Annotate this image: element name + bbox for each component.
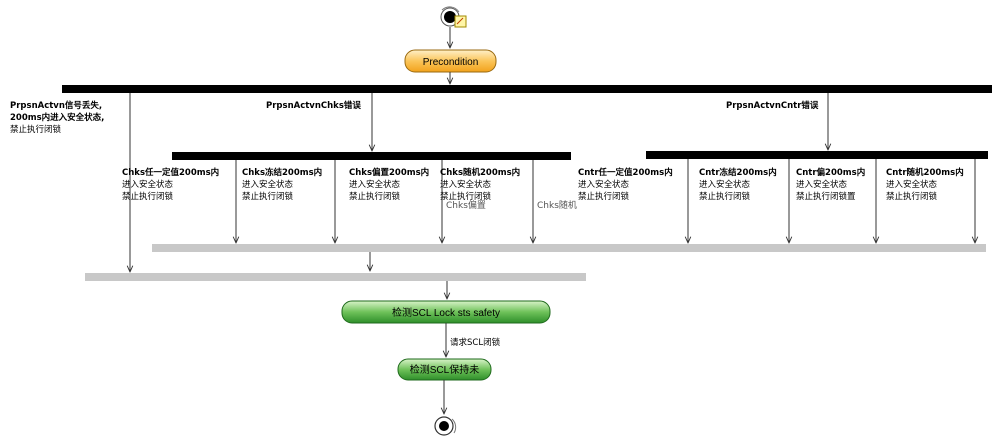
check-lock-node[interactable]: 检测SCL Lock sts safety [341, 300, 551, 324]
initial-node-icon[interactable] [440, 6, 460, 27]
main-fork-bar [62, 85, 992, 93]
cntr-fork-bar [646, 151, 988, 159]
label-chks-random-short: Chks随机 [537, 199, 577, 211]
label-chks-fixed: Chks任一定值200ms内 进入安全状态 禁止执行闭锁 [122, 162, 224, 202]
label-signal-lost: PrpsnActvn信号丢失, 200ms内进入安全状态, 禁止执行闭锁 [10, 95, 109, 135]
label-request-lock: 请求SCL闭锁 [450, 337, 501, 348]
precondition-label: Precondition [423, 57, 479, 68]
join-bar-lower [85, 273, 586, 281]
label-chks-offset-short: Chks偏置 [446, 199, 486, 211]
label-cntr-error: PrpsnActvnCntr错误 [726, 100, 819, 111]
label-chks-error: PrpsnActvnChks错误 [266, 100, 361, 111]
label-cntr-offset: Cntr偏200ms内 进入安全状态 禁止执行闭锁置 [796, 162, 870, 202]
chks-fork-bar [172, 152, 571, 160]
join-bar-upper [152, 244, 986, 252]
label-cntr-random: Cntr随机200ms内 进入安全状态 禁止执行闭锁 [886, 162, 968, 202]
check-keep-node[interactable]: 检测SCL保持未 [397, 358, 492, 381]
check-keep-label: 检测SCL保持未 [410, 363, 479, 376]
precondition-node[interactable]: Precondition [404, 49, 497, 73]
label-cntr-frozen: Cntr冻结200ms内 进入安全状态 禁止执行闭锁 [699, 162, 781, 202]
label-chks-frozen: Chks冻结200ms内 进入安全状态 禁止执行闭锁 [242, 162, 327, 202]
final-node-icon[interactable] [434, 416, 457, 436]
label-cntr-fixed: Cntr任一定值200ms内 进入安全状态 禁止执行闭锁 [578, 162, 677, 202]
note-icon [454, 15, 467, 28]
label-chks-offset: Chks偏置200ms内 进入安全状态 禁止执行闭锁 [349, 162, 434, 202]
label-chks-random: Chks随机200ms内 进入安全状态 禁止执行闭锁 [440, 162, 525, 202]
check-lock-label: 检测SCL Lock sts safety [392, 306, 500, 319]
